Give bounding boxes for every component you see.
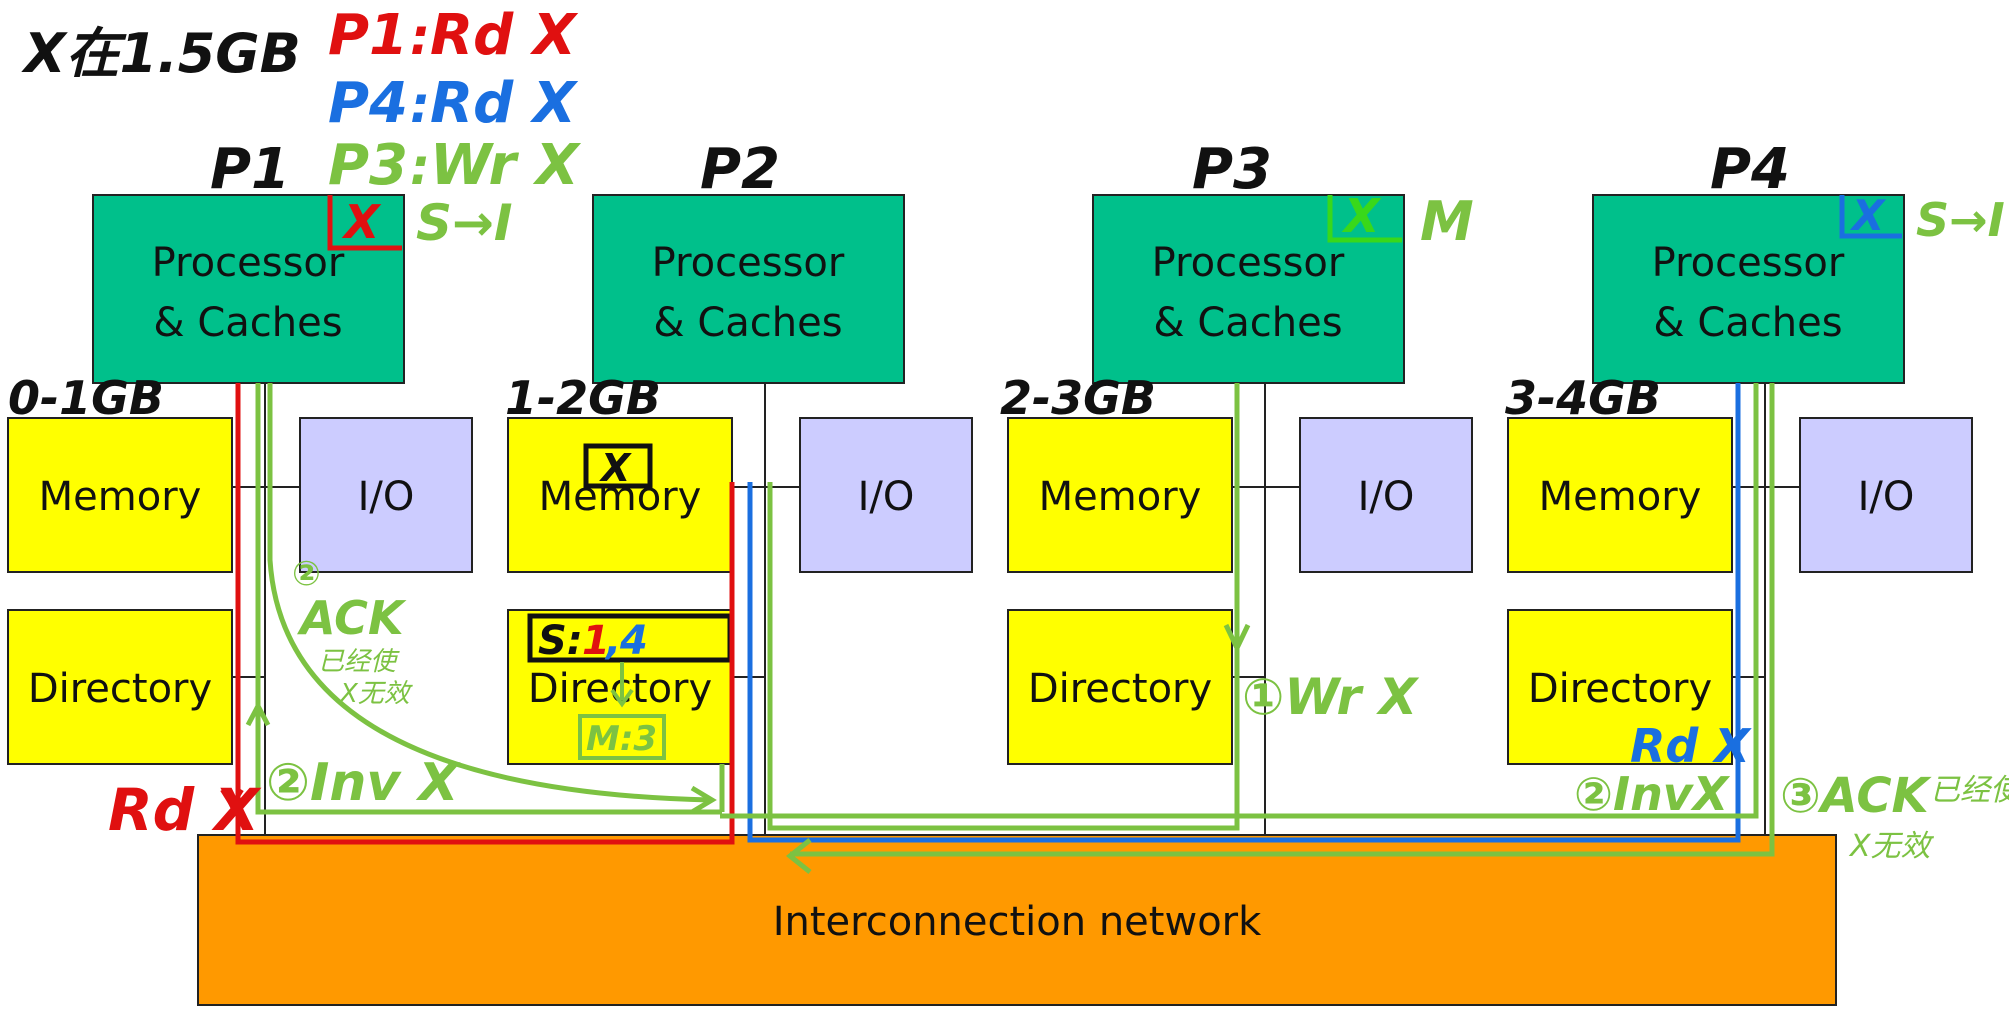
sharer-4: 4 <box>619 618 648 664</box>
ack-note-1: 已经使 <box>1930 773 2009 808</box>
p3-cache-line: X M <box>1327 189 1474 253</box>
mem-range-label: 0-1GB <box>8 371 164 425</box>
memory-label: Memory <box>1039 474 1202 520</box>
processor-label: Processor <box>1152 240 1345 286</box>
memory-label: Memory <box>39 474 202 520</box>
directory-new-entry: M:3 <box>578 662 666 760</box>
memory-x: X <box>599 446 632 490</box>
op-text: Rd X <box>430 71 579 136</box>
mem-range-label: 1-2GB <box>505 371 661 425</box>
caches-label: & Caches <box>1653 300 1842 346</box>
inv-x-label-p1: ②Inv X <box>266 753 461 813</box>
processor-label: Processor <box>1652 240 1845 286</box>
memory-label: Memory <box>539 474 702 520</box>
io-box-4: I/O <box>1799 417 1973 573</box>
green-paths <box>245 383 1775 874</box>
op-sep: : <box>410 138 430 196</box>
directory-label: Directory <box>1528 666 1712 712</box>
processor-box-p4: Processor & Caches <box>1592 194 1905 384</box>
rd-x-label-p4: Rd X <box>1630 719 1752 773</box>
processor-title-p2: P2 <box>700 137 780 202</box>
dir-new-state: M:3 <box>586 719 657 759</box>
mem-range-label: 2-3GB <box>1000 371 1156 425</box>
cache-state: S→I <box>416 194 513 252</box>
memory-box-2: Memory <box>507 417 733 573</box>
cache-state: M <box>1420 190 1474 253</box>
io-label: I/O <box>858 474 915 520</box>
processor-box-p2: Processor & Caches <box>592 194 905 384</box>
op-sep: : <box>410 76 430 134</box>
mem-range-label: 3-4GB <box>1505 371 1661 425</box>
red-rd-path <box>235 383 735 845</box>
inv-x-label-p4: ②InvX <box>1574 767 1731 821</box>
p1-cache-line: X S→I <box>327 194 513 252</box>
ack-note-2: X无效 <box>1848 829 1935 864</box>
directory-label: Directory <box>1028 666 1212 712</box>
memory-box-1: Memory <box>7 417 233 573</box>
caches-label: & Caches <box>653 300 842 346</box>
io-label: I/O <box>358 474 415 520</box>
ack-note-2: X无效 <box>338 679 414 709</box>
cache-x: X <box>341 195 382 249</box>
io-label: I/O <box>1858 474 1915 520</box>
op-line-2: P4 : Rd X <box>328 71 579 136</box>
sharers-prefix: S: <box>538 618 583 664</box>
io-box-3: I/O <box>1299 417 1473 573</box>
directory-box-1: Directory <box>7 609 233 765</box>
sharer-1: 1 <box>582 618 610 664</box>
io-label: I/O <box>1358 474 1415 520</box>
ack-note-1: 已经使 <box>318 647 400 677</box>
processor-title-p1: P1 <box>210 137 290 202</box>
op-sep: : <box>410 8 430 66</box>
op-text: Wr X <box>430 133 582 198</box>
op-proc: P1 <box>328 3 408 68</box>
directory-box-3: Directory <box>1007 609 1233 765</box>
memory-x-marker: X <box>583 443 653 490</box>
op-proc: P3 <box>328 133 408 198</box>
cache-x: X <box>1849 191 1887 240</box>
processor-title-p3: P3 <box>1192 137 1272 202</box>
caches-label: & Caches <box>153 300 342 346</box>
memory-box-4: Memory <box>1507 417 1733 573</box>
rd-arrow-p1 <box>220 788 244 810</box>
blue-rd-path <box>747 383 1741 843</box>
io-box-2: I/O <box>799 417 973 573</box>
io-box-1: I/O <box>299 417 473 573</box>
network-label: Interconnection network <box>773 899 1262 945</box>
op-line-1: P1 : Rd X <box>328 3 579 68</box>
caches-label: & Caches <box>1153 300 1342 346</box>
x-location-note: X在1.5GB <box>21 22 301 85</box>
wr-x-label-p3: ①Wr X <box>1242 668 1420 726</box>
op-proc: P4 <box>328 71 408 136</box>
processor-label: Processor <box>152 240 345 286</box>
memory-box-3: Memory <box>1007 417 1233 573</box>
directory-box-4: Directory <box>1507 609 1733 765</box>
processor-title-p4: P4 <box>1710 137 1790 202</box>
memory-label: Memory <box>1539 474 1702 520</box>
processor-label: Processor <box>652 240 845 286</box>
directory-label: Directory <box>28 666 212 712</box>
op-line-3: P3 : Wr X <box>328 133 582 198</box>
ack-num: ② <box>292 554 321 594</box>
ack-label-p1: ② ACK 已经使 X无效 <box>292 554 414 709</box>
cache-state: S→I <box>1916 193 2005 247</box>
ack-label-p4: ③ACK 已经使 X无效 <box>1780 768 2009 864</box>
ack-text: ACK <box>297 591 407 645</box>
sharer-sep: , <box>604 618 621 664</box>
processor-box-p3: Processor & Caches <box>1092 194 1405 384</box>
rd-x-label-p1: Rd X <box>108 776 262 844</box>
interconnection-network: Interconnection network <box>197 834 1837 1006</box>
p4-cache-line: X S→I <box>1839 191 2005 247</box>
cache-x: X <box>1341 189 1382 243</box>
op-text: Rd X <box>430 3 579 68</box>
processor-box-p1: Processor & Caches <box>92 194 405 384</box>
ack-text: ③ACK <box>1780 768 1933 824</box>
